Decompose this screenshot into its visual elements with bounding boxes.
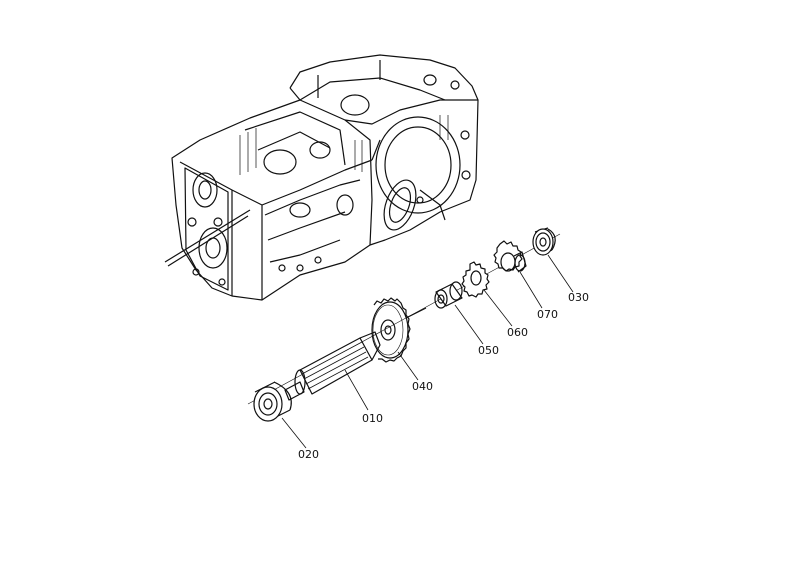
leader-050 — [454, 304, 484, 345]
bearing-left — [253, 381, 292, 422]
large-gear — [371, 297, 427, 363]
part-label-030: 030 — [568, 291, 589, 304]
part-label-040: 040 — [412, 380, 433, 393]
collar — [434, 281, 463, 309]
leader-040 — [397, 351, 419, 381]
leader-lines — [281, 254, 574, 449]
splined-shaft — [284, 331, 381, 401]
part-label-060: 060 — [507, 326, 528, 339]
leader-020 — [281, 417, 307, 449]
leader-030 — [547, 254, 574, 293]
part-label-050: 050 — [478, 344, 499, 357]
part-label-070: 070 — [537, 308, 558, 321]
sleeve-gear — [493, 240, 527, 273]
part-labels: 010 020 030 040 050 060 070 — [298, 291, 589, 461]
transmission-housing — [164, 54, 479, 301]
small-gear — [461, 261, 490, 298]
leader-010 — [344, 369, 369, 411]
bearing-right — [532, 227, 556, 256]
part-label-020: 020 — [298, 448, 319, 461]
leader-070 — [519, 271, 543, 309]
leader-060 — [483, 289, 513, 327]
part-label-010: 010 — [362, 412, 383, 425]
